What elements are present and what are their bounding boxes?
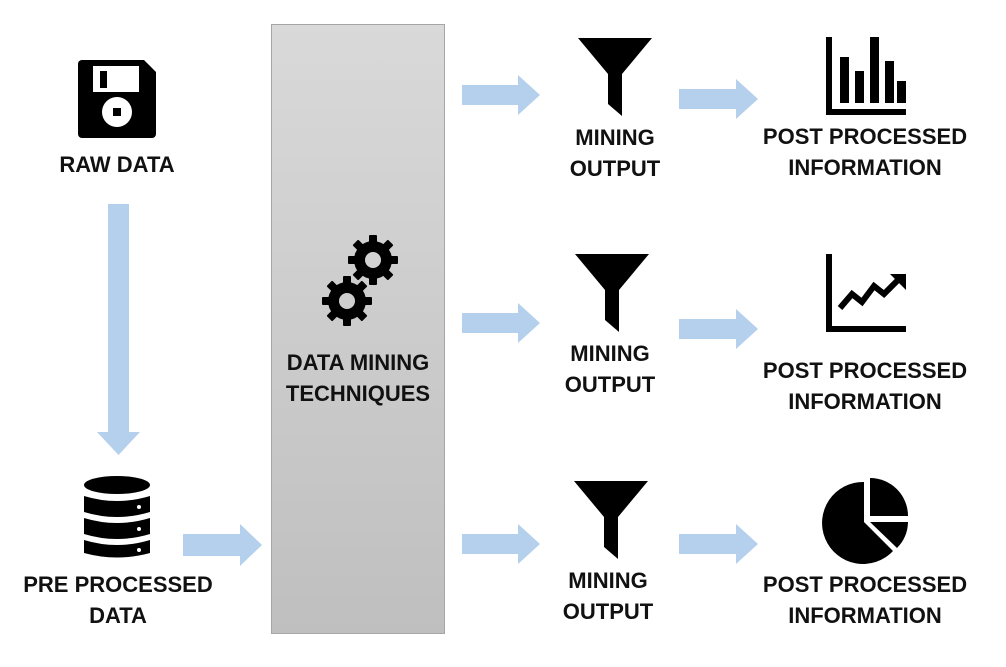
- post-processed-label-2-line-1: POST PROCESSED: [762, 358, 968, 383]
- mining-output-label-2-line-1: MINING: [570, 341, 650, 366]
- mining-output-label-3-line-1: MINING: [568, 568, 648, 593]
- post-processed-label-1: POST PROCESSED INFORMATION: [760, 121, 970, 183]
- funnel-icon: [575, 254, 649, 332]
- techniques-label-line-2: TECHNIQUES: [285, 381, 431, 406]
- pre-processed-label-line-2: DATA: [89, 603, 147, 628]
- post-processed-label-1-line-2: INFORMATION: [788, 155, 942, 180]
- floppy-disk-icon: [78, 60, 156, 138]
- raw-data-label-line-1: RAW DATA: [59, 152, 175, 177]
- database-icon: [84, 476, 150, 558]
- data-mining-techniques-panel: [271, 24, 445, 634]
- bar-chart-icon: [826, 37, 906, 115]
- funnel-icon: [574, 481, 648, 559]
- pre-processed-label: PRE PROCESSED DATA: [18, 569, 218, 631]
- post-processed-label-3: POST PROCESSED INFORMATION: [760, 569, 970, 631]
- mining-output-label-2-line-2: OUTPUT: [564, 372, 656, 397]
- techniques-label-line-1: DATA MINING: [286, 350, 430, 375]
- post-processed-label-3-line-1: POST PROCESSED: [762, 572, 968, 597]
- post-processed-label-2-line-2: INFORMATION: [788, 389, 942, 414]
- mining-output-label-1: MINING OUTPUT: [555, 122, 675, 184]
- raw-data-label: RAW DATA: [37, 149, 197, 180]
- mining-output-label-3: MINING OUTPUT: [548, 565, 668, 627]
- mining-output-label-3-line-2: OUTPUT: [562, 599, 654, 624]
- post-processed-label-3-line-2: INFORMATION: [788, 603, 942, 628]
- gears-icon: [322, 235, 398, 326]
- mining-output-label-2: MINING OUTPUT: [550, 338, 670, 400]
- line-chart-icon: [826, 254, 906, 332]
- post-processed-label-1-line-1: POST PROCESSED: [762, 124, 968, 149]
- techniques-label: DATA MINING TECHNIQUES: [271, 347, 445, 409]
- mining-output-label-1-line-1: MINING: [575, 125, 655, 150]
- post-processed-label-2: POST PROCESSED INFORMATION: [760, 355, 970, 417]
- funnel-icon: [578, 38, 652, 116]
- mining-output-label-1-line-2: OUTPUT: [569, 156, 661, 181]
- pie-chart-icon: [822, 478, 908, 564]
- pre-processed-label-line-1: PRE PROCESSED: [23, 572, 213, 597]
